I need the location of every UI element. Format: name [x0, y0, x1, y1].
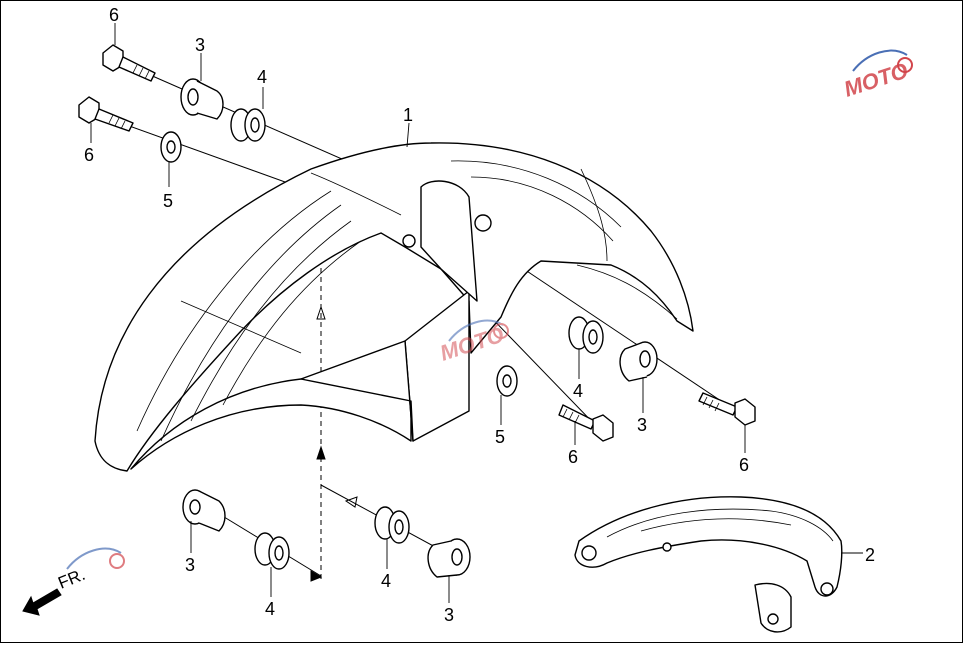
front-arrow-icon [22, 588, 62, 616]
watermark-swoosh-icon [448, 319, 504, 342]
callout-4-bottom-right: 4 [381, 571, 391, 591]
watermark-bottom-left [66, 547, 125, 570]
callout-3-right: 3 [637, 415, 647, 435]
front-fender[interactable] [94, 142, 694, 472]
callout-6-left: 6 [84, 145, 94, 165]
callout-3-top: 3 [195, 35, 205, 55]
watermark-swoosh-icon [66, 547, 122, 570]
axis-arrow [316, 445, 326, 460]
callout-6-bottom: 6 [568, 447, 578, 467]
collar-bottom-right[interactable] [427, 538, 471, 578]
callout-3-bottom-left: 3 [185, 555, 195, 575]
callout-1: 1 [403, 105, 413, 125]
watermark-gear-icon [109, 553, 125, 569]
watermark-gear-icon [897, 57, 913, 73]
collar-bottom-left[interactable] [182, 489, 226, 532]
callout-4-right: 4 [573, 381, 583, 401]
front-label: FR. [55, 565, 88, 593]
washer-right[interactable] [496, 365, 518, 397]
damper-bottom-left[interactable] [254, 532, 290, 570]
axis-arrow [310, 570, 323, 582]
callout-numbers: 1 2 3 3 3 3 4 4 4 4 5 5 6 6 6 6 [84, 5, 875, 625]
damper-bottom-right[interactable] [374, 506, 410, 544]
bolt-right[interactable] [698, 392, 756, 426]
damper-top[interactable] [230, 108, 266, 142]
damper-right[interactable] [568, 316, 604, 354]
axis-arrow [316, 305, 326, 320]
callout-2: 2 [865, 545, 875, 565]
callout-6-right: 6 [739, 455, 749, 475]
callout-6-top: 6 [109, 5, 119, 25]
bolt-left[interactable] [78, 96, 134, 132]
collar-right[interactable] [619, 341, 658, 382]
front-direction-indicator: FR. [22, 565, 88, 616]
bolt-top[interactable] [102, 44, 156, 82]
leader-lines [90, 23, 863, 603]
fender-brace[interactable] [574, 496, 843, 633]
callout-4-top: 4 [257, 67, 267, 87]
collar-top[interactable] [180, 78, 224, 120]
callout-3-bottom-right: 3 [444, 605, 454, 625]
watermark-swoosh-icon [852, 49, 908, 72]
watermark-top-right: MOTO [841, 49, 913, 102]
watermark-gear-icon [493, 323, 509, 339]
washer-left[interactable] [160, 131, 182, 163]
callout-5-right: 5 [495, 427, 505, 447]
callout-4-bottom-left: 4 [265, 599, 275, 619]
callout-5-left: 5 [163, 191, 173, 211]
watermark-text: MOTO [841, 58, 911, 102]
axis-arrow [344, 496, 358, 508]
bolt-bottom[interactable] [558, 404, 614, 442]
